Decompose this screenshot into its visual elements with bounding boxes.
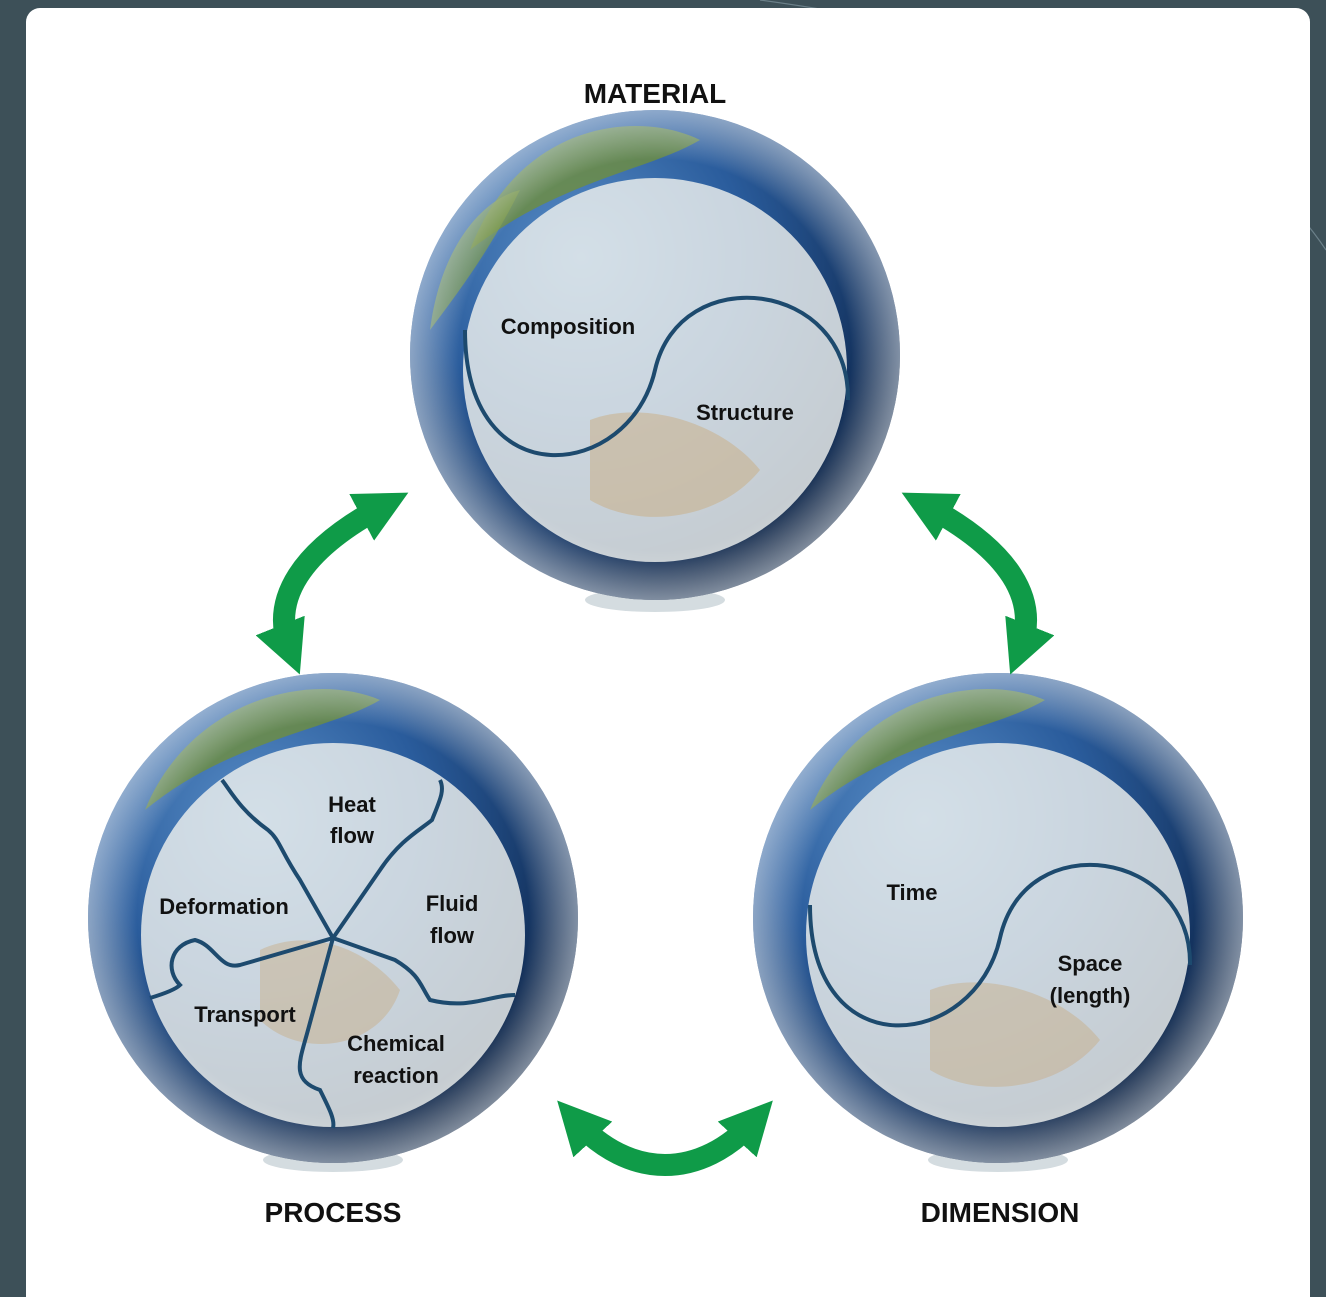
dimension-label-length: (length) xyxy=(1050,983,1131,1008)
dimension-title: DIMENSION xyxy=(921,1197,1080,1228)
material-divider xyxy=(463,295,851,457)
process-globe: PROCESS Heat flow Fluid flow Deformation… xyxy=(88,673,578,1228)
process-label-transport: Transport xyxy=(194,1002,296,1027)
dimension-inner-disc xyxy=(806,743,1190,1127)
arrow-process-dimension xyxy=(557,1100,773,1176)
material-label-structure: Structure xyxy=(696,400,794,425)
material-label-composition: Composition xyxy=(501,314,635,339)
dimension-label-time: Time xyxy=(887,880,938,905)
dimension-divider xyxy=(808,862,1193,1028)
process-label-reaction: reaction xyxy=(353,1063,439,1088)
process-label-fluid-flow: flow xyxy=(430,923,475,948)
process-label-heat-flow: flow xyxy=(330,823,375,848)
dimension-label-space: Space xyxy=(1058,951,1123,976)
process-label-heat: Heat xyxy=(328,792,376,817)
arrow-material-dimension xyxy=(901,492,1055,675)
arrow-material-process xyxy=(255,492,409,675)
material-globe: MATERIAL Composition Structure xyxy=(410,78,900,612)
process-label-fluid: Fluid xyxy=(426,891,479,916)
dimension-globe: DIMENSION Time Space (length) xyxy=(753,673,1243,1228)
process-label-deformation: Deformation xyxy=(159,894,289,919)
process-dividers xyxy=(149,778,516,1129)
process-label-chemical: Chemical xyxy=(347,1031,445,1056)
process-title: PROCESS xyxy=(265,1197,402,1228)
material-title: MATERIAL xyxy=(584,78,727,109)
